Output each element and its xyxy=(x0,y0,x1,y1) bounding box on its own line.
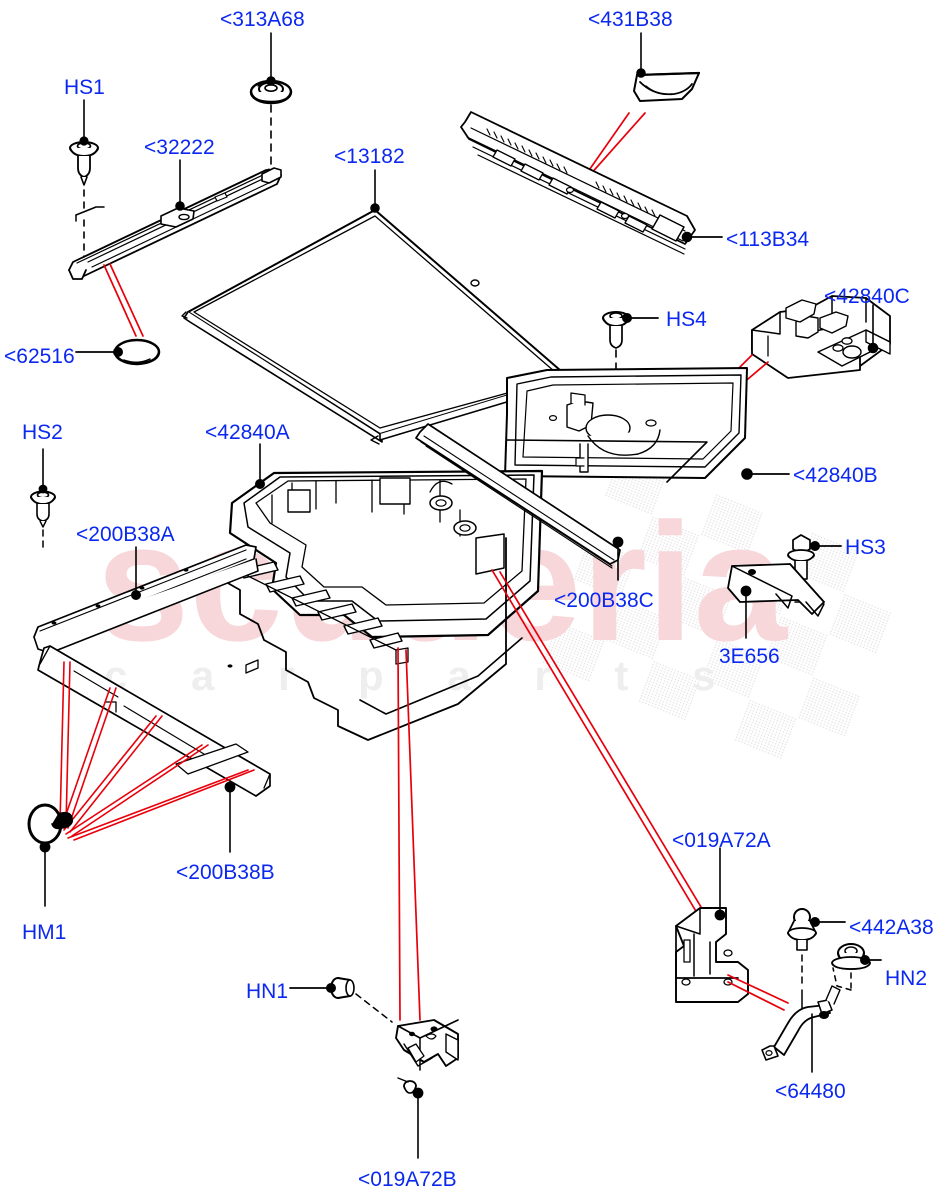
watermark-subbrand: c a r p a r t s xyxy=(104,652,741,699)
part-label-hs2: HS2 xyxy=(22,421,63,444)
part-label-13182: <13182 xyxy=(334,145,405,168)
part-42840a-main-tray xyxy=(225,469,544,741)
part-label-200b38b: <200B38B xyxy=(176,861,275,884)
part-label-hn2: HN2 xyxy=(885,967,928,990)
highlight-lines-431b38 xyxy=(584,112,646,177)
part-019a72a-bracket xyxy=(675,907,749,1003)
part-label-hs4: HS4 xyxy=(666,308,707,331)
part-label-42840c: <42840C xyxy=(824,285,910,308)
part-label-hs3: HS3 xyxy=(845,536,886,559)
part-label-200b38c: <200B38C xyxy=(554,589,654,612)
part-3e656-strap xyxy=(727,563,825,617)
part-64480-retainer xyxy=(761,985,841,1061)
part-label-019a72a: <019A72A xyxy=(672,829,771,852)
part-label-62516: <62516 xyxy=(4,345,75,368)
part-431b38-end-cap xyxy=(633,71,701,102)
part-label-313a68: <313A68 xyxy=(220,8,305,31)
highlight-lines-019a72a xyxy=(727,974,789,1011)
part-label-hn1: HN1 xyxy=(246,980,289,1003)
part-hm1-clip xyxy=(27,803,74,845)
highlight-lines-62516 xyxy=(103,263,144,337)
highlight-lines-hm1 xyxy=(59,661,255,841)
part-label-113b34: <113B34 xyxy=(726,228,810,251)
part-label-200b38a: <200B38A xyxy=(76,523,175,546)
highlight-lines-tray-brackets xyxy=(397,569,711,1021)
part-label-hm1: HM1 xyxy=(22,921,67,944)
part-019a72b-bracket xyxy=(395,1019,459,1094)
part-label-42840a: <42840A xyxy=(205,421,290,444)
part-42840b-narrow-tray xyxy=(504,367,748,483)
part-label-32222: <32222 xyxy=(144,136,215,159)
part-label-019a72b: <019A72B xyxy=(358,1168,457,1191)
part-113b34-cross-rail xyxy=(460,111,696,255)
part-label-64480: <64480 xyxy=(775,1080,846,1103)
part-hs1-screw xyxy=(69,141,99,186)
part-label-431b38: <431B38 xyxy=(588,8,673,31)
checkered-flag-watermark xyxy=(542,455,893,761)
part-442a38-stud xyxy=(787,908,817,951)
part-label-442a38: <442A38 xyxy=(849,916,934,939)
part-hs3-bolt xyxy=(787,534,815,580)
part-200b38a-trim-rail xyxy=(33,544,259,674)
part-label-hs1: HS1 xyxy=(64,76,105,99)
part-42840c-tool-holder xyxy=(751,295,891,379)
part-200b38b-trim-rail xyxy=(37,645,271,797)
part-hn1-nut xyxy=(330,977,355,999)
part-label-42840b: <42840B xyxy=(793,464,878,487)
part-label-3e656: 3E656 xyxy=(719,645,780,668)
part-32222-side-rail xyxy=(68,167,282,280)
